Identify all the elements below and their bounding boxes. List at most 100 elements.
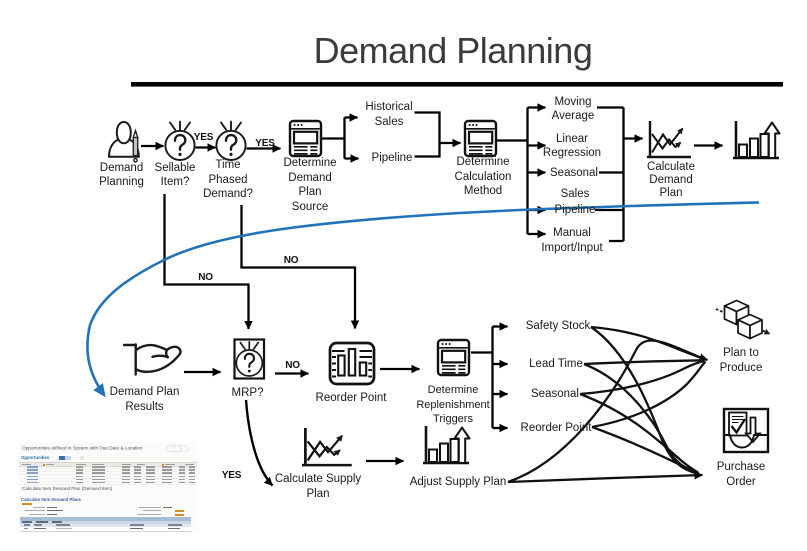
label-mrp: MRP? [231,386,264,399]
screenshot-table-row [19,475,197,479]
screenshot-tab-opportunities[interactable]: Opportunities [21,454,50,460]
text-smudge-bar [162,481,172,484]
screenshot-reset-link[interactable] [22,503,32,505]
text-smudge-bar [33,506,45,508]
text-smudge-bar [76,478,83,480]
text-smudge-bar [134,469,141,471]
no-line-sellable [163,194,253,330]
screenshot-table-row [19,465,197,470]
text-smudge-bar [137,463,145,465]
label-adjust-supply-plan: Adjust Supply Plan [409,476,507,488]
icon-purchase-order [722,407,770,454]
text-smudge-bar [22,463,31,465]
curve-seasonal-plantoproduce [579,359,705,396]
screenshot-subtable-titlebar [20,516,191,521]
text-smudge-bar [179,472,185,474]
label-calc-demand-plan: Calculate Demand Plan [647,160,695,199]
screenshot-title: Opportunities defined in System with Due… [22,445,143,451]
icon-linechart-calc-supply-plan [302,428,352,465]
label-safety-stock: Safety Stock [525,320,591,332]
text-smudge-bar [52,521,62,523]
label-linear-regression: Linear Regression [542,132,602,160]
icon-barchart-demand-plan [731,119,781,160]
text-smudge-bar [179,466,185,468]
text-smudge-bar [47,506,57,508]
text-smudge-bar [162,466,172,468]
text-smudge-bar [146,472,155,474]
text-smudge-bar [189,481,195,484]
text-smudge-bar [92,466,105,468]
curve-adjust-purchaseorder [507,471,703,484]
screenshot-table-row [19,481,197,485]
screenshot-tab-row: Opportunities [21,455,77,465]
screenshot-section-title-row: Calculate Item Demand Plan (Demand Item) [22,486,203,496]
icon-browser-demand-plan-source [288,119,323,158]
screenshot-subtable-header [20,523,191,527]
edge-yes-time-phased: YES [255,138,275,149]
label-time-phased: Time Phased Demand? [203,159,253,200]
text-smudge-bar [27,472,38,474]
text-smudge-bar [185,463,194,465]
yes-curve-mrp [244,399,274,487]
text-smudge-bar [92,475,105,477]
curve-leadtime-purchaseorder [583,362,699,475]
screenshot-title-row: Opportunities defined in System with Due… [22,445,263,456]
text-smudge-bar [24,528,28,530]
logo-ellipse [165,444,183,453]
text-smudge-bar [47,513,57,515]
text-smudge-bar [189,478,195,480]
text-smudge-bar [76,475,83,477]
text-smudge-bar [122,475,130,477]
text-smudge-bar [122,478,130,480]
text-smudge-bar [175,510,184,512]
text-smudge-bar [29,513,45,515]
text-smudge-bar [56,528,72,530]
blue-feedback-curve [86,201,760,398]
text-smudge-bar [162,469,172,471]
label-sellable-item: Sellable Item? [154,161,196,189]
edge-no-time-phased: NO [283,254,299,266]
label-lead-time: Lead Time [529,358,583,370]
screenshot-toolbar-button[interactable] [80,456,84,460]
text-smudge-bar [189,472,195,474]
text-smudge-bar [146,478,155,480]
label-calc-method: Determine Calculation Method [454,156,512,197]
text-smudge-bar [134,466,141,468]
text-smudge-bar [179,475,185,477]
text-smudge-bar [189,469,195,471]
outcome-curves [507,325,708,484]
text-smudge-bar [27,469,38,471]
widget-fill [59,456,65,460]
screenshot-section-header: Calculate Item Demand Plans [21,497,81,502]
text-smudge-bar [122,481,130,484]
text-smudge-bar [134,475,141,477]
text-smudge-bar [134,472,141,474]
text-smudge-bar [162,475,172,477]
text-smudge-bar [92,463,104,465]
label-moving-average: Moving Average [551,95,595,123]
screenshot-table-row [19,471,197,476]
text-smudge-bar [92,472,105,474]
label-historical-sales: Historical Sales [365,101,413,128]
screenshot-toolbar-widget[interactable] [59,456,71,460]
title-underline [131,82,783,87]
logo-ellipse [172,444,190,453]
text-smudge-bar [175,513,184,516]
icon-question-box-mrp [233,338,266,380]
edge-yes-mrp: YES [221,470,242,481]
label-seasonal-trigger: Seasonal [531,388,579,400]
text-smudge-bar [47,510,63,512]
text-smudge-bar [168,528,180,530]
text-smudge-bar [179,478,185,480]
text-smudge-bar [165,463,175,465]
text-smudge-bar [146,481,155,484]
icon-person-pencil [107,120,140,163]
icon-browser-calc-method [463,119,498,158]
text-smudge-bar [143,510,161,512]
text-smudge-bar [34,524,42,526]
label-replenishment-triggers: Determine Replenishment Triggers [416,384,490,425]
text-smudge-bar [25,510,45,512]
text-smudge-bar [179,481,185,484]
